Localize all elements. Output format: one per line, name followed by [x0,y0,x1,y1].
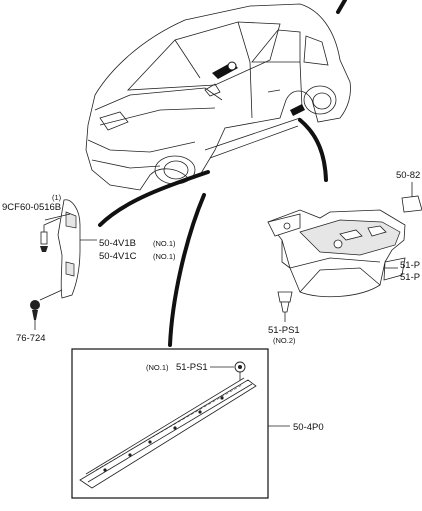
inset-clip-label: 51-PS1 [176,362,208,373]
screw-part [30,289,63,330]
clip-ps1-part [277,291,293,322]
clip-code-label: 9CF60-0516B [2,202,61,213]
mudguard-part [57,199,97,299]
inset-clip-note: (NO.1) [146,363,169,372]
clip-qty-label: (1) [52,193,62,202]
labels: (1) 9CF60-0516B 76-724 50-4V1B (NO.1) 50… [2,170,420,433]
clip-ps1-label: 51-PS1 [268,325,300,336]
mudguard-c-note: (NO.1) [153,252,176,261]
mudguard-c-label: 50-4V1C [99,251,137,262]
bracket-assembly [267,182,422,298]
screw-code-label: 76-724 [16,333,46,344]
mudguard-b-label: 50-4V1B [99,238,136,249]
car-illustration [85,3,351,191]
mudguard-b-note: (NO.1) [153,239,176,248]
bolt-part [40,213,71,252]
part-51-label-1: 51-P [400,260,420,271]
part-51-label-2: 51-P [400,272,420,283]
leader-lines [98,0,347,347]
bracket-code-label: 50-82 [396,170,420,181]
inset-sill-box [71,348,290,499]
sill-code-label: 50-4P0 [293,422,324,433]
clip-ps1-note: (NO.2) [273,336,296,345]
